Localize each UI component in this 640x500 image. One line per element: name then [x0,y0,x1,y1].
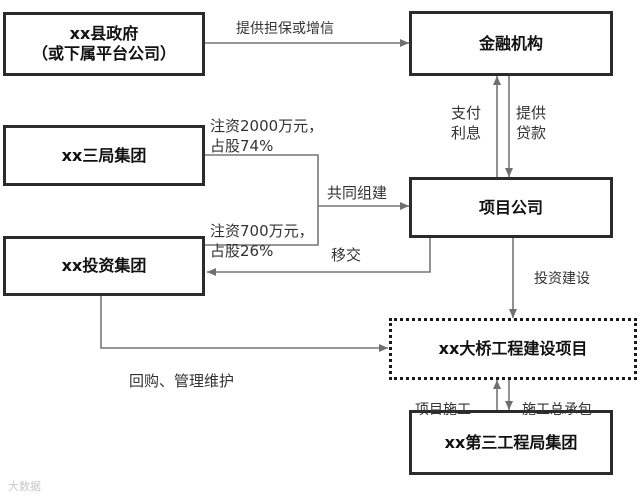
node-bridge-project: xx大桥工程建设项目 [389,318,637,380]
node-investment-group: xx投资集团 [3,236,205,296]
node-sanju-group: xx三局集团 [3,125,205,186]
arrow-transfer [207,238,431,276]
label-investment-construction: 投资建设 [534,271,590,287]
label-co-establish: 共同组建 [327,184,388,202]
node-county-government-label: xx县政府 （或下属平台公司） [31,24,176,63]
label-sanju-inject: 注资2000万元， 占股74% [210,117,324,155]
label-invest-inject: 注资700万元， 占股26% [210,222,314,260]
node-engineering-group-label: xx第三工程局集团 [444,432,578,452]
node-county-government: xx县政府 （或下属平台公司） [3,12,205,76]
label-general-contract: 施工总承包 [522,402,592,418]
line-sanju-to-junction [205,154,319,206]
line-invest-to-junction [205,206,319,246]
node-financial-institution-label: 金融机构 [478,33,543,53]
label-construction: 项目施工 [415,402,471,418]
label-pay-interest: 支付 利息 [451,104,482,142]
label-buyback: 回购、管理维护 [129,372,235,390]
label-transfer: 移交 [331,246,362,264]
label-guarantee: 提供担保或增信 [236,21,334,37]
label-provide-loan: 提供 贷款 [516,104,547,142]
watermark-text: 大数据 [8,480,41,493]
node-bridge-project-label: xx大桥工程建设项目 [438,339,588,358]
node-investment-group-label: xx投资集团 [61,256,147,275]
node-financial-institution: 金融机构 [409,11,613,76]
arrow-buyback [100,296,388,352]
node-engineering-group: xx第三工程局集团 [409,410,613,475]
node-project-company: 项目公司 [409,177,613,238]
node-sanju-group-label: xx三局集团 [61,145,147,165]
node-project-company-label: 项目公司 [478,197,543,217]
